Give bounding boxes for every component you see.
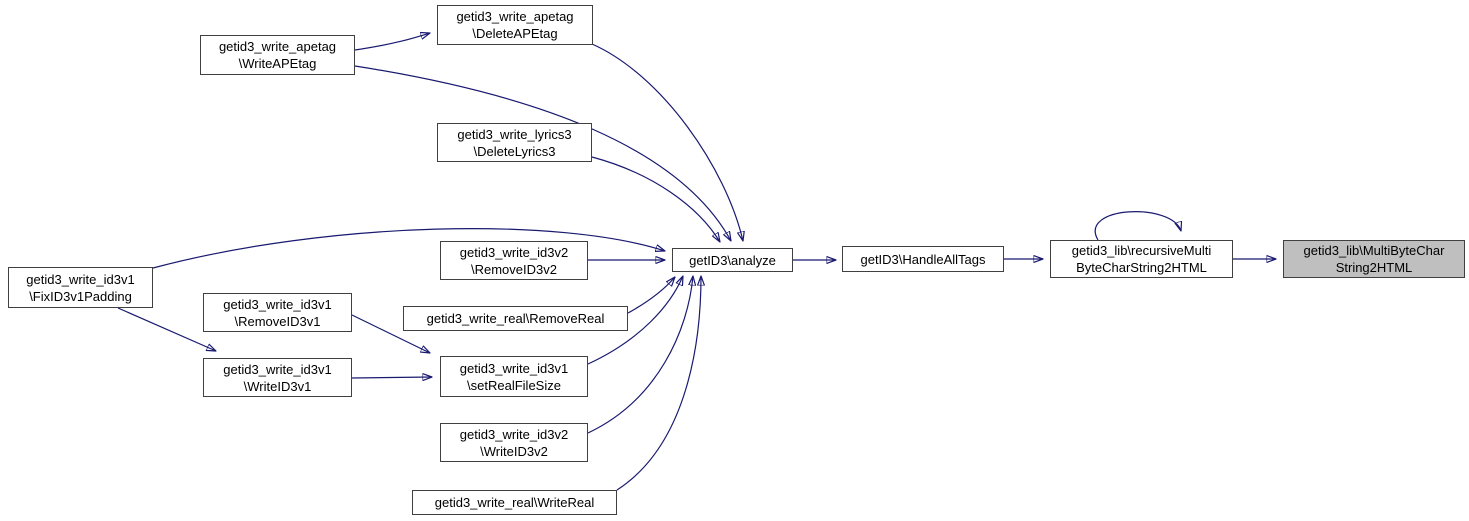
node-label: getid3_lib\recursiveMulti	[1071, 243, 1212, 258]
node-label: \RemoveID3v1	[234, 313, 321, 329]
node-label: getid3_write_id3v1	[26, 271, 135, 287]
node-handle-all-tags[interactable]: getID3\HandleAllTags	[842, 246, 1004, 272]
edge-recursiveMultiByteCharString2HTML-self-loop	[1094, 211, 1181, 241]
edge-WriteID3v2-analyze	[587, 276, 693, 434]
node-set-real-file-size[interactable]: getid3_write_id3v1 \setRealFileSize	[440, 356, 588, 397]
node-delete-lyrics3[interactable]: getid3_write_lyrics3 \DeleteLyrics3	[437, 123, 592, 162]
node-analyze[interactable]: getID3\analyze	[672, 248, 793, 272]
node-label: getid3_write_id3v1	[459, 360, 569, 376]
edge-WriteID3v1-setRealFileSize	[351, 377, 432, 378]
node-label: \setRealFileSize	[467, 377, 561, 393]
node-multibytecharstring2html-current: getid3_lib\MultiByteChar String2HTML	[1283, 240, 1465, 278]
node-remove-id3v1[interactable]: getid3_write_id3v1 \RemoveID3v1	[203, 293, 352, 332]
edge-RemoveID3v1-setRealFileSize	[351, 314, 430, 353]
edge-WriteReal-analyze	[616, 276, 701, 491]
node-label: getid3_write_lyrics3	[457, 126, 572, 142]
node-label: getid3_lib\MultiByteChar	[1303, 243, 1445, 258]
node-label: getid3_write_id3v2	[459, 426, 569, 442]
node-write-id3v2[interactable]: getid3_write_id3v2 \WriteID3v2	[440, 423, 588, 462]
node-label: \WriteAPEtag	[238, 56, 317, 71]
node-label: \DeleteLyrics3	[473, 143, 556, 159]
edge-WriteAPEtag-DeleteAPEtag	[354, 33, 430, 51]
node-remove-real[interactable]: getid3_write_real\RemoveReal	[403, 306, 628, 331]
node-delete-apetag[interactable]: getid3_write_apetag \DeleteAPEtag	[437, 5, 593, 45]
node-label: getID3\analyze	[689, 252, 776, 268]
node-write-real[interactable]: getid3_write_real\WriteReal	[412, 490, 617, 515]
node-label: \DeleteAPEtag	[472, 26, 558, 41]
node-label: getid3_write_id3v1	[223, 296, 332, 312]
edge-FixID3v1Padding-WriteID3v1	[117, 307, 216, 351]
node-label: getid3_write_real\RemoveReal	[426, 311, 605, 326]
node-label: ByteCharString2HTML	[1076, 260, 1207, 275]
node-label: getid3_write_apetag	[456, 9, 574, 24]
node-label: \WriteID3v1	[243, 378, 312, 394]
node-label: getid3_write_id3v1	[223, 361, 332, 377]
node-label: getid3_write_real\WriteReal	[434, 495, 595, 510]
edge-DeleteLyrics3-analyze	[591, 156, 720, 242]
node-remove-id3v2[interactable]: getid3_write_id3v2 \RemoveID3v2	[440, 241, 588, 280]
edge-FixID3v1Padding-analyze	[152, 228, 665, 269]
node-recursive-multibytecharstring2html[interactable]: getid3_lib\recursiveMulti ByteCharString…	[1050, 240, 1233, 278]
node-label: String2HTML	[1335, 260, 1413, 275]
node-fix-id3v1-padding[interactable]: getid3_write_id3v1 \FixID3v1Padding	[8, 267, 153, 308]
node-label: getID3\HandleAllTags	[860, 251, 986, 267]
edge-WriteAPEtag-analyze	[354, 65, 731, 241]
node-write-apetag[interactable]: getid3_write_apetag \WriteAPEtag	[200, 35, 355, 75]
node-label: getid3_write_id3v2	[459, 244, 569, 260]
node-label: \RemoveID3v2	[471, 261, 557, 277]
node-label: \WriteID3v2	[480, 443, 548, 459]
node-write-id3v1[interactable]: getid3_write_id3v1 \WriteID3v1	[203, 358, 352, 397]
edge-setRealFileSize-analyze	[587, 276, 683, 365]
edge-DeleteAPEtag-analyze	[591, 43, 743, 241]
node-label: \FixID3v1Padding	[29, 288, 132, 304]
edge-RemoveReal-analyze	[627, 277, 675, 314]
node-label: getid3_write_apetag	[218, 39, 337, 54]
